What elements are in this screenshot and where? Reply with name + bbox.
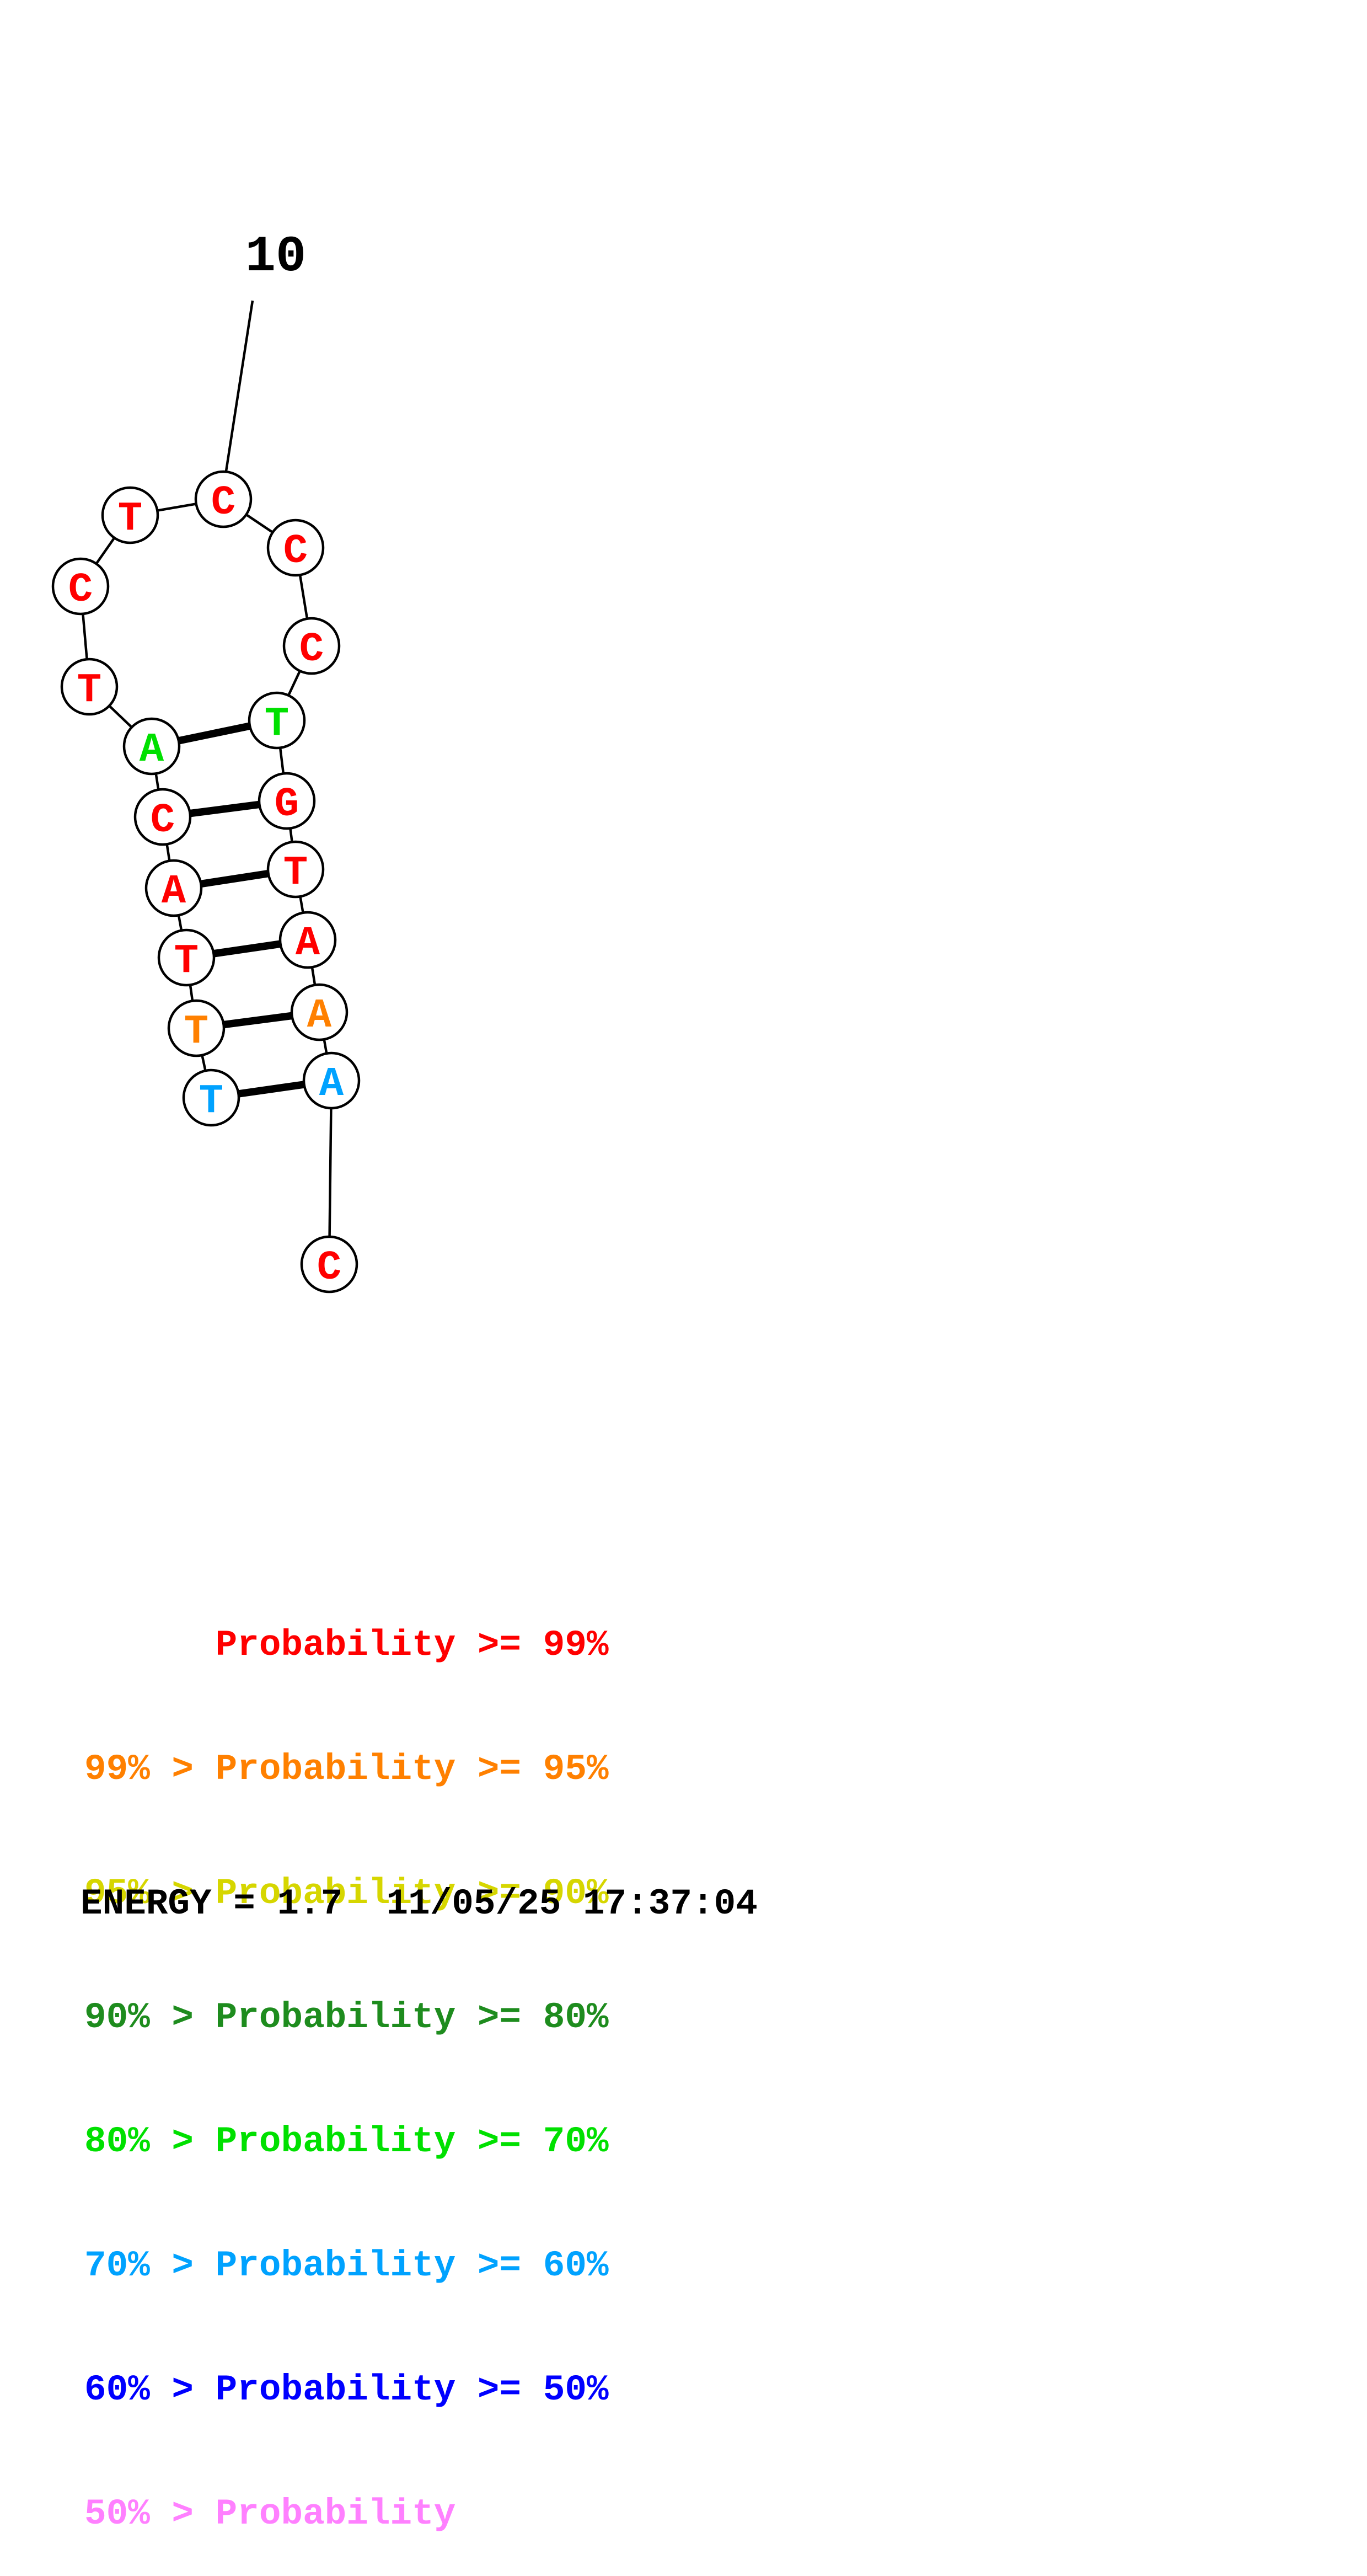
legend-item-p95: 99% > Probability >= 95%: [84, 1749, 609, 1790]
base-letter: T: [184, 1009, 208, 1055]
base-circle: [182, 1068, 240, 1127]
base-circle: [51, 557, 110, 616]
base-circle: [101, 486, 159, 544]
base-letter: T: [283, 850, 308, 896]
base-letter: G: [275, 782, 299, 828]
base-circle: [278, 911, 337, 969]
base-letter: T: [118, 496, 142, 542]
base-circle: [133, 788, 192, 846]
base-circle: [144, 859, 203, 917]
backbone-segment: [328, 1080, 333, 1265]
legend-item-below50: 50% > Probability: [84, 2493, 456, 2535]
base-circle: [266, 840, 325, 899]
label-leader-line: [222, 300, 254, 486]
sequence-position-label: 10: [245, 228, 306, 286]
base-circle: [157, 928, 216, 987]
base-circle: [194, 470, 253, 528]
base-letter: C: [211, 480, 235, 526]
base-circle: [282, 617, 341, 675]
base-letter: A: [140, 727, 164, 773]
energy-text: ENERGY = 1.7 11/05/25 17:37:04: [81, 1883, 758, 1925]
base-circle: [302, 1051, 361, 1110]
base-letter: T: [265, 701, 289, 747]
probability-legend: Probability >= 99% 99% > Probability >= …: [84, 1542, 609, 2576]
base-letter: C: [68, 567, 93, 613]
base-letter: C: [151, 798, 175, 844]
base-letter: A: [319, 1061, 344, 1108]
legend-item-p70: 80% > Probability >= 70%: [84, 2121, 609, 2162]
base-circle: [248, 691, 306, 750]
base-letter: C: [283, 528, 308, 575]
base-letter: A: [307, 993, 332, 1039]
base-letter: A: [162, 869, 186, 915]
base-circle: [300, 1235, 358, 1294]
base-letter: T: [199, 1078, 223, 1125]
base-letter: C: [317, 1245, 341, 1291]
base-letter: T: [174, 938, 199, 985]
base-circle: [60, 658, 119, 716]
base-letter: A: [296, 921, 320, 967]
base-circle: [122, 717, 181, 776]
base-letter: T: [77, 667, 101, 714]
legend-item-p50: 60% > Probability >= 50%: [84, 2369, 609, 2411]
legend-item-p60: 70% > Probability >= 60%: [84, 2245, 609, 2286]
legend-item-p90: 95% > Probability >= 90%: [84, 1873, 609, 1914]
base-letter: C: [299, 627, 324, 673]
base-circle: [258, 772, 316, 830]
base-circle: [290, 983, 349, 1041]
legend-item-p80: 90% > Probability >= 80%: [84, 1997, 609, 2038]
legend-item-p99: Probability >= 99%: [84, 1624, 609, 1666]
base-circle: [167, 999, 226, 1057]
base-circle: [266, 519, 325, 577]
